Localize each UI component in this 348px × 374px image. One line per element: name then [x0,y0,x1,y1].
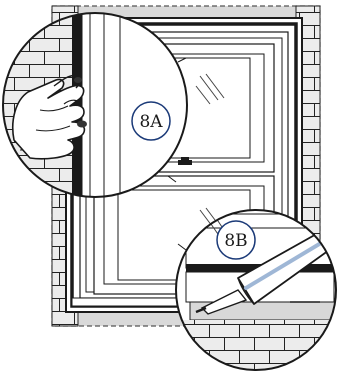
callout-label-8a: 8A [132,102,170,140]
callout-label-8b: 8B [217,221,255,259]
callout-text-8a: 8A [139,112,163,132]
callout-text-8b: 8B [224,231,247,251]
